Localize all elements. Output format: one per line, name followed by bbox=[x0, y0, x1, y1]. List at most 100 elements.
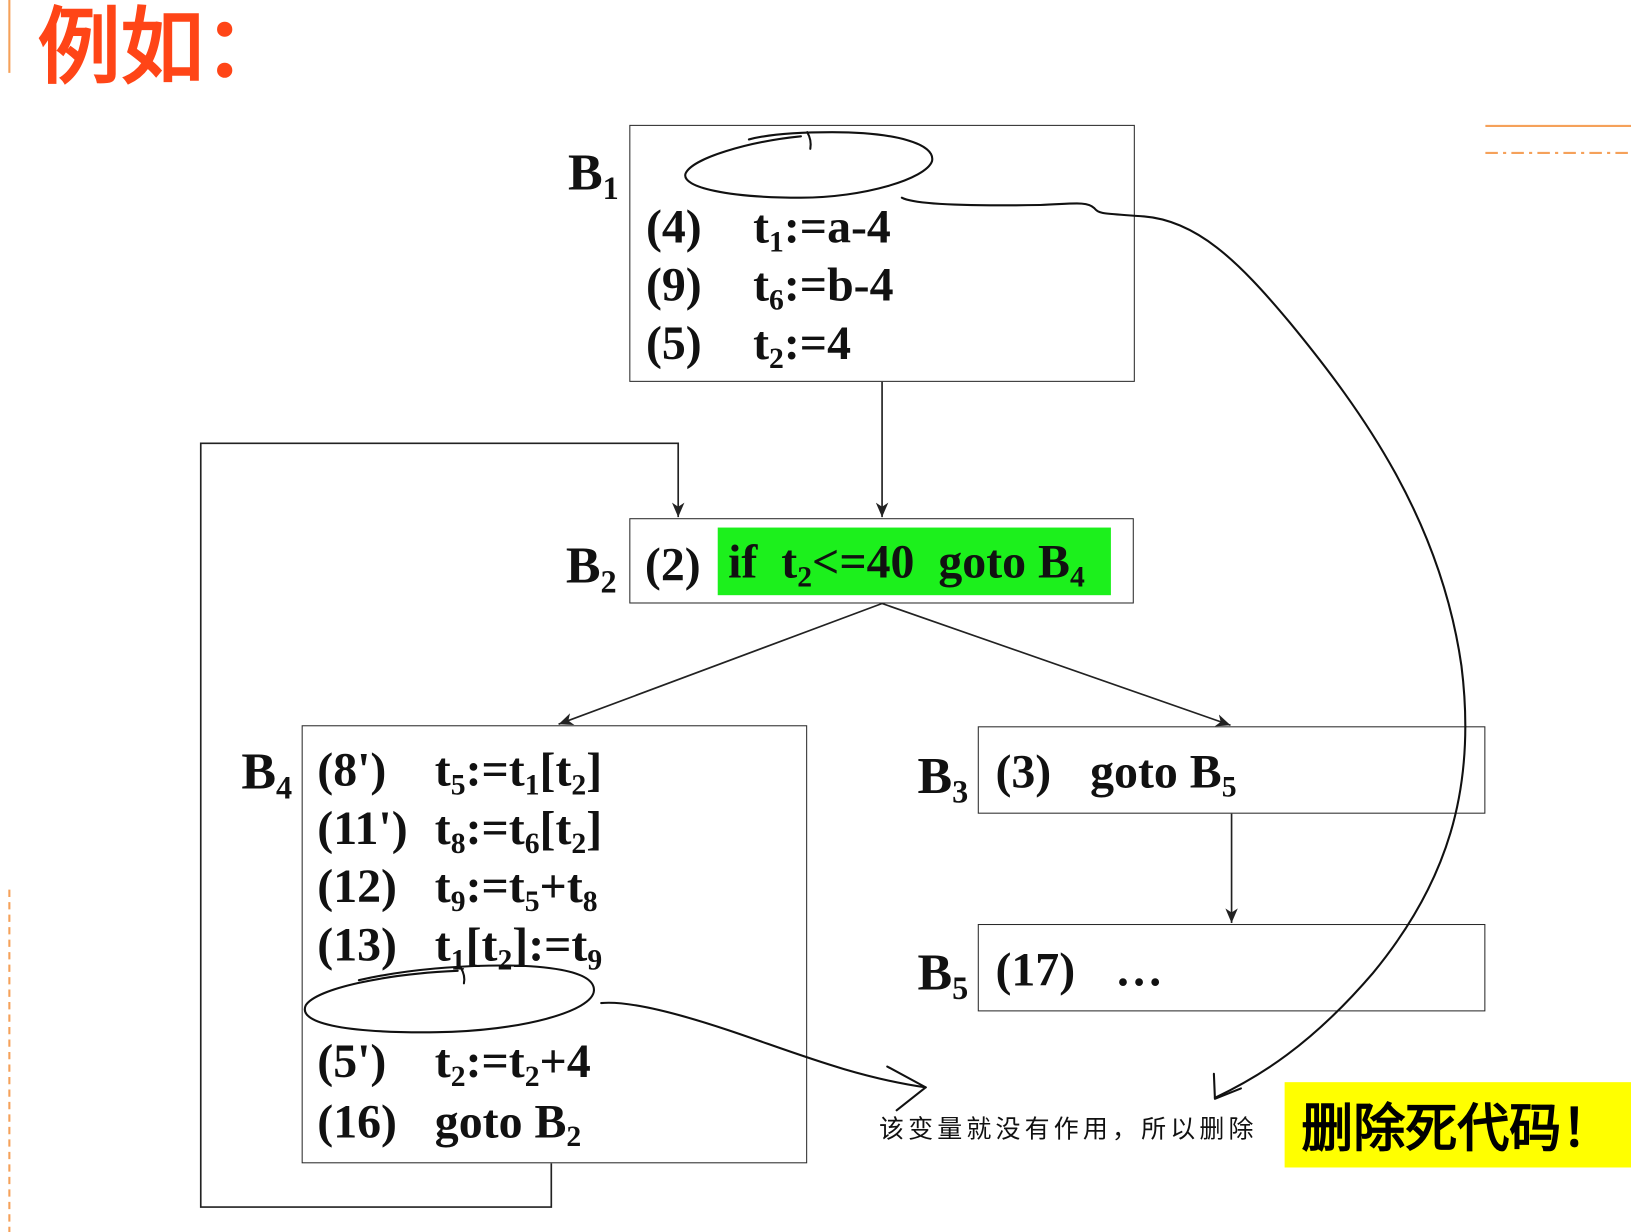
statement-code: t9:=t5+t8 bbox=[435, 862, 598, 917]
handwritten-note: 该变量就没有作用，所以删除 bbox=[878, 1114, 1258, 1144]
block-label-b2: B2 bbox=[565, 535, 617, 598]
text-run: t bbox=[753, 258, 770, 312]
statement-code: t2:=t2+4 bbox=[434, 1034, 591, 1092]
text-run: :=t bbox=[465, 1034, 525, 1088]
text-run: +4 bbox=[539, 1034, 591, 1088]
statement-code: … bbox=[1115, 942, 1163, 996]
text-run: t bbox=[753, 199, 770, 253]
subscript: 5 bbox=[1221, 771, 1237, 804]
subscript: 1 bbox=[602, 169, 619, 207]
subscript: 9 bbox=[450, 886, 466, 919]
text-run: B bbox=[917, 942, 953, 1001]
statement-number: (17) bbox=[995, 942, 1076, 996]
text-run: … bbox=[1115, 942, 1163, 996]
subscript: 4 bbox=[1069, 561, 1085, 594]
subscript: 1 bbox=[450, 944, 466, 977]
text-run: ]:=t bbox=[512, 917, 588, 971]
statement-number: (5) bbox=[645, 316, 702, 370]
block-label-b4: B4 bbox=[241, 741, 292, 804]
text-run: :=t bbox=[465, 742, 525, 797]
subscript: 2 bbox=[797, 561, 813, 594]
handdrawn-arrowhead-from-b1 bbox=[1212, 1072, 1242, 1100]
statement-number: (2) bbox=[644, 537, 701, 592]
block-b5: (17) … bbox=[977, 923, 1486, 1012]
callout-badge: 删除死代码！ bbox=[1284, 1082, 1631, 1168]
text-run: [t bbox=[465, 917, 498, 971]
statement-number: (3) bbox=[995, 745, 1052, 799]
statement-code: goto B5 bbox=[1090, 748, 1236, 803]
text-run: [t bbox=[539, 742, 572, 797]
statement-number: (16) bbox=[317, 1094, 397, 1148]
text-run: goto B bbox=[434, 1094, 567, 1148]
statement-number: (11') bbox=[317, 801, 408, 855]
text-run: t bbox=[434, 859, 451, 913]
block-b4: (8') t5:=t1[t2] (11') t8:=t6[t2] (12) t9… bbox=[301, 725, 808, 1164]
subscript: 3 bbox=[952, 773, 969, 810]
statement-number: (13) bbox=[317, 917, 397, 971]
text-run: B bbox=[565, 535, 601, 595]
subscript: 8 bbox=[582, 886, 598, 919]
block-label-b3: B3 bbox=[917, 746, 968, 808]
text-run: [t bbox=[539, 801, 572, 855]
text-run: t bbox=[434, 742, 451, 797]
text-run: +t bbox=[539, 859, 583, 913]
handdrawn-arrowhead-from-b4 bbox=[886, 1065, 927, 1112]
subscript: 1 bbox=[769, 226, 784, 259]
subscript: 2 bbox=[571, 827, 587, 861]
subscript: 2 bbox=[769, 342, 784, 376]
statement-code: goto B2 bbox=[434, 1094, 581, 1152]
text-run: B bbox=[917, 746, 953, 805]
subscript: 2 bbox=[497, 944, 513, 977]
statement-code: t8:=t6[t2] bbox=[434, 801, 603, 859]
text-run: ] bbox=[586, 742, 603, 797]
block-b1: (4) t1:=a-4 (9) t6:=b-4 (5) t2:=4 bbox=[629, 124, 1135, 382]
text-run: <=40 goto B bbox=[812, 534, 1070, 588]
statement-number: (4) bbox=[645, 199, 702, 253]
edge-b2-to-b4 bbox=[558, 602, 883, 725]
subscript: 6 bbox=[769, 284, 784, 317]
text-run: t bbox=[434, 917, 451, 971]
text-run: if t bbox=[728, 534, 798, 588]
block-b3: (3) goto B5 bbox=[977, 726, 1486, 814]
text-run: t bbox=[753, 316, 770, 370]
subscript: 2 bbox=[571, 769, 587, 802]
statement-number: (5') bbox=[317, 1034, 387, 1088]
text-run: ] bbox=[586, 801, 603, 855]
slide-title: 例如： bbox=[37, 0, 288, 96]
subscript: 9 bbox=[587, 944, 603, 977]
text-run: :=a-4 bbox=[783, 199, 891, 253]
statement-number: (12) bbox=[317, 859, 397, 913]
subscript: 2 bbox=[450, 1060, 466, 1094]
subscript: 5 bbox=[952, 970, 969, 1007]
statement-code: t5:=t1[t2] bbox=[434, 742, 603, 801]
subscript: 2 bbox=[566, 1121, 582, 1154]
statement-code: t1[t2]:=t9 bbox=[434, 917, 602, 975]
subscript: 4 bbox=[276, 769, 293, 806]
text-run: B bbox=[241, 741, 277, 801]
statement-number: (9) bbox=[645, 258, 702, 312]
highlighted-condition: if t2<=40 goto B4 bbox=[717, 527, 1111, 596]
subscript: 5 bbox=[450, 769, 466, 802]
text-run: t bbox=[434, 801, 451, 855]
text-run: t bbox=[434, 1034, 451, 1088]
edge-b2-to-b3 bbox=[881, 602, 1231, 727]
statement-code: t2:=4 bbox=[753, 316, 851, 374]
block-label-b1: B1 bbox=[567, 142, 619, 205]
subscript: 1 bbox=[524, 769, 540, 802]
subscript: 5 bbox=[524, 886, 540, 919]
text-run: :=t bbox=[465, 859, 525, 913]
text-run: :=t bbox=[465, 801, 525, 855]
text-run: :=b-4 bbox=[783, 258, 894, 312]
statement-number: (8') bbox=[317, 742, 387, 797]
block-label-b5: B5 bbox=[917, 942, 968, 1005]
subscript: 2 bbox=[600, 563, 617, 600]
subscript: 6 bbox=[524, 827, 540, 861]
subscript: 2 bbox=[524, 1060, 540, 1094]
text-run: :=4 bbox=[783, 316, 851, 370]
text-run: B bbox=[567, 142, 603, 201]
subscript: 8 bbox=[450, 827, 466, 861]
callout-text: 删除死代码！ bbox=[1301, 1098, 1614, 1160]
statement-code: t6:=b-4 bbox=[753, 258, 894, 316]
statement-code: t1:=a-4 bbox=[753, 199, 891, 257]
